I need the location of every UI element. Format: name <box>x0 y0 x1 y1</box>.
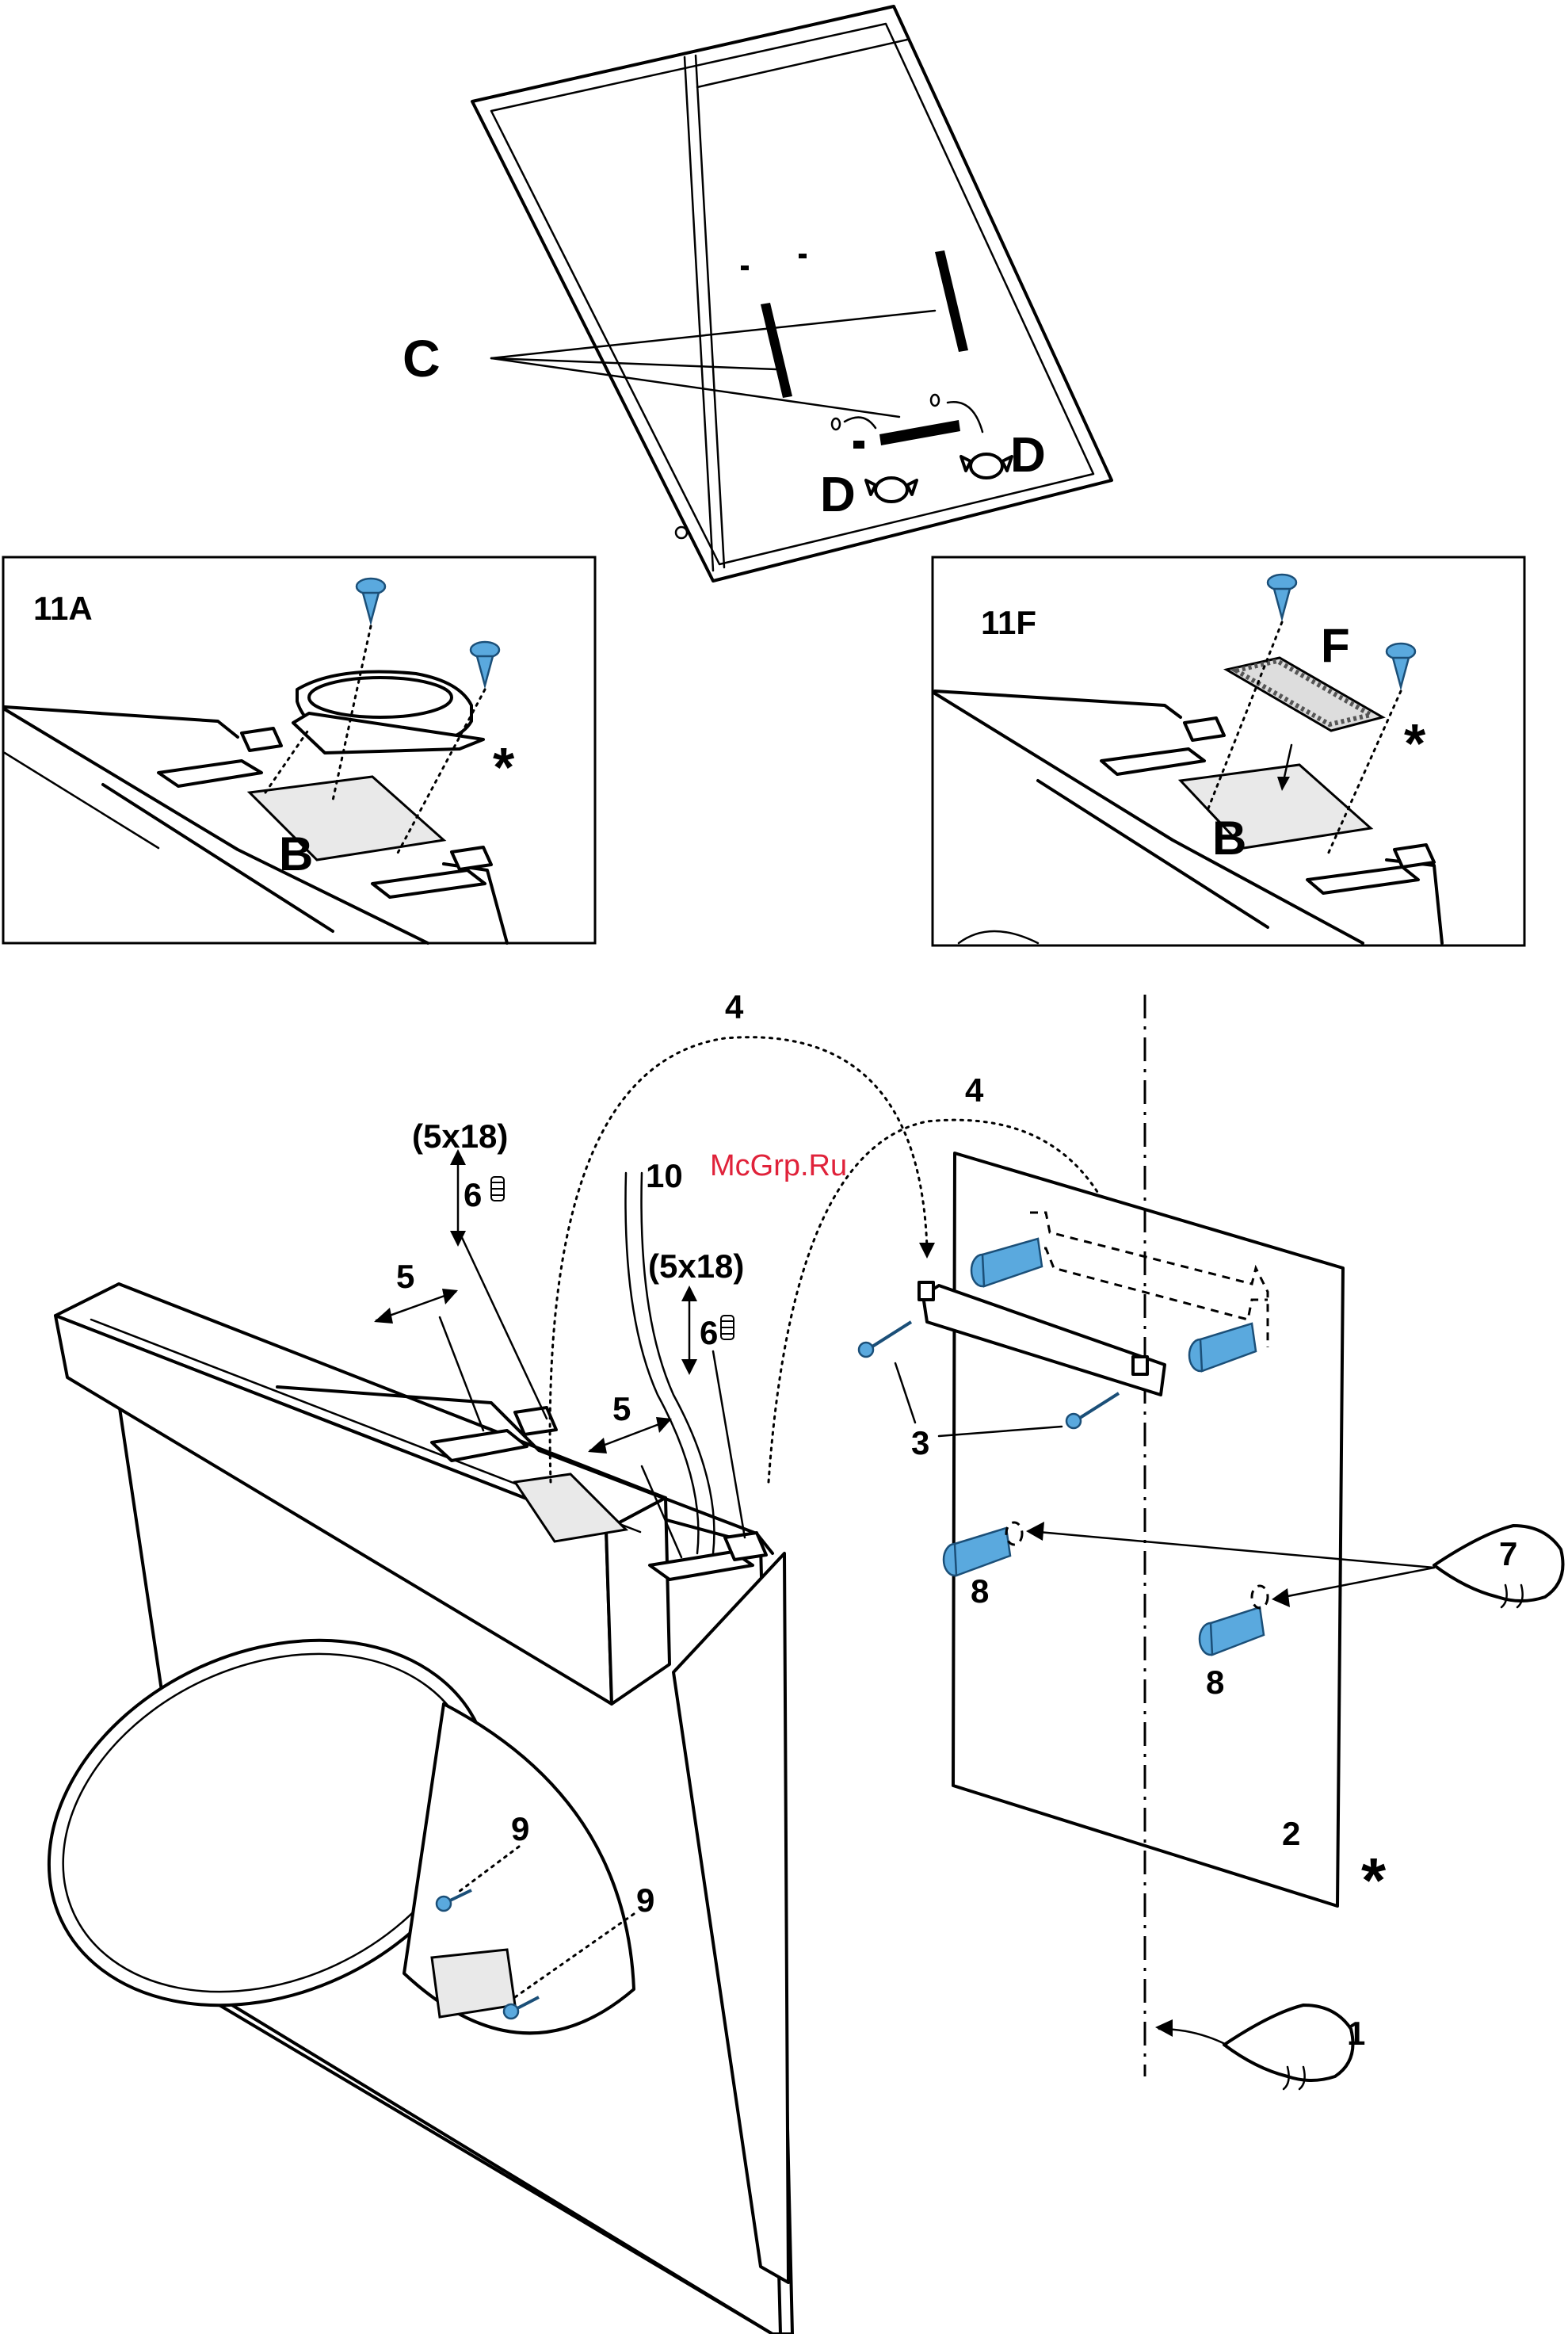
label-3: 3 <box>911 1424 929 1461</box>
label-6-left: 6 <box>464 1176 482 1213</box>
panel-11a: 11A B * <box>3 557 595 943</box>
label-5-left: 5 <box>396 1258 414 1295</box>
panel-11a-label-b: B <box>279 827 313 881</box>
screw-icon <box>859 1322 911 1357</box>
label-8-upper: 8 <box>971 1572 989 1610</box>
label-4-second: 4 <box>965 1072 984 1109</box>
top-panel-view: C D D <box>402 6 1112 581</box>
panel-11f-asterisk: * <box>1404 712 1426 774</box>
panel-11a-asterisk: * <box>493 736 515 798</box>
panel-11a-title: 11A <box>33 590 93 627</box>
watermark: McGrp.Ru <box>710 1149 847 1182</box>
main-asterisk: * <box>1361 1845 1387 1916</box>
label-10: 10 <box>646 1157 683 1194</box>
label-6-right: 6 <box>700 1314 718 1351</box>
label-d-right: D <box>1010 428 1046 483</box>
label-d-left: D <box>820 468 856 522</box>
label-2: 2 <box>1282 1815 1300 1852</box>
screw-icon <box>721 1316 734 1339</box>
main-assembly: (5x18) 6 (5x18) 6 10 4 4 5 5 3 8 8 7 9 9… <box>0 988 1562 2334</box>
drill-hand-icon <box>1224 2005 1353 2089</box>
label-5-right: 5 <box>612 1390 631 1427</box>
panel-11f: 11F F B * <box>933 557 1524 945</box>
panel-11f-title: 11F <box>981 604 1036 641</box>
label-screw-size-right: (5x18) <box>648 1247 744 1285</box>
screw-icon <box>491 1177 504 1201</box>
label-9-lower: 9 <box>636 1881 654 1919</box>
label-screw-size-left: (5x18) <box>412 1117 508 1155</box>
panel-11f-label-b: B <box>1212 812 1246 865</box>
label-4-top: 4 <box>725 988 744 1026</box>
label-7: 7 <box>1499 1535 1517 1572</box>
label-9-upper: 9 <box>511 1810 529 1847</box>
label-c: C <box>402 329 441 388</box>
panel-11f-label-f: F <box>1321 619 1350 672</box>
label-1: 1 <box>1347 2015 1365 2052</box>
label-8-lower: 8 <box>1206 1664 1224 1701</box>
